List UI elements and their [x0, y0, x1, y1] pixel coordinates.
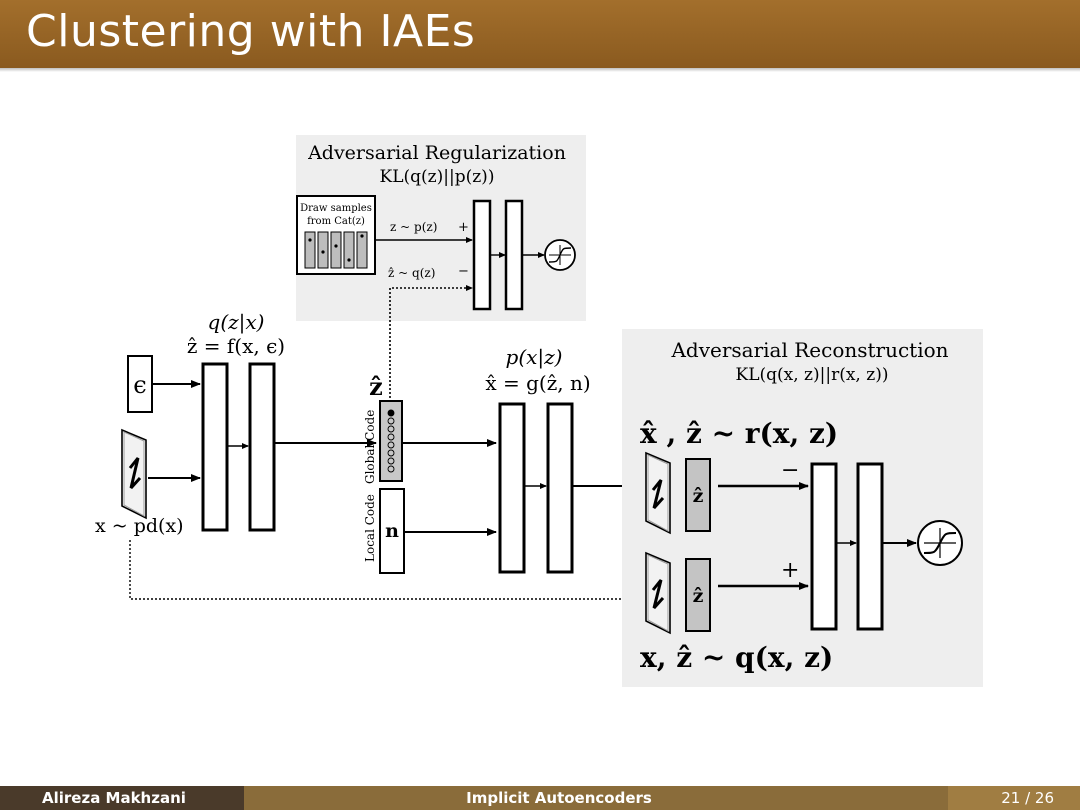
prior-plus-sign: +: [458, 220, 469, 235]
encoder-label: q(z|x): [208, 310, 265, 335]
adv-rec-panel: [622, 329, 983, 687]
disc-reg-layer1: [472, 199, 492, 311]
zhat-bottom-symbol: ẑ: [693, 585, 704, 607]
decoder-label: p(x|z): [506, 345, 563, 370]
adv-reg-title: Adversarial Regularization: [307, 142, 566, 164]
decoder-layer2: [546, 402, 574, 574]
footer-author-section: Alireza Makhzani: [0, 786, 244, 810]
encoder-layer2: [248, 362, 276, 532]
footer: Alireza Makhzani Implicit Autoencoders 2…: [0, 786, 1080, 810]
diagram: Adversarial Regularization KL(q(z)||p(z)…: [95, 135, 983, 687]
draw-samples-line1: Draw samples: [300, 203, 372, 214]
prior-sample-label: z ~ p(z): [390, 220, 437, 234]
footer-title: Implicit Autoencoders: [466, 789, 652, 807]
footer-author: Alireza Makhzani: [42, 789, 186, 807]
sigmoid-icon: [544, 239, 576, 271]
header-shadow: [0, 68, 1080, 72]
reconstructed-image-icon: [645, 451, 671, 535]
real-image-icon: [645, 551, 671, 635]
reconstruction-minus-sign: −: [781, 458, 799, 483]
global-code-label: Global Code: [363, 410, 377, 484]
encoder-function: ẑ = f(x, ϵ): [187, 334, 285, 358]
slide-header: [0, 0, 1080, 68]
reconstruction-plus-sign: +: [781, 558, 799, 583]
disc-rec-layer2: [856, 462, 884, 631]
data-distribution-label: x ~ pd(x): [95, 515, 184, 537]
posterior-minus-sign: −: [458, 264, 469, 279]
local-code-symbol: n: [385, 520, 399, 542]
disc-rec-layer1: [810, 462, 838, 631]
epsilon-box: [127, 355, 153, 413]
disc-reg-layer2: [504, 199, 524, 311]
decoder-layer1: [498, 402, 526, 574]
posterior-sample-label: ẑ ~ q(z): [388, 266, 435, 280]
footer-title-section: Implicit Autoencoders: [244, 786, 948, 810]
joint-q-label: x, ẑ ~ q(x, z): [640, 641, 833, 674]
draw-samples-box: Draw samples from Cat(z): [296, 195, 376, 275]
encoder-layer1: [201, 362, 229, 532]
decoder-function: x̂ = g(ẑ, n): [485, 371, 590, 395]
adv-reg-kl: KL(q(z)||p(z)): [380, 167, 495, 187]
footer-page-section: 21 / 26: [948, 786, 1080, 810]
input-image-icon: [121, 428, 147, 520]
local-code-label: Local Code: [363, 494, 377, 562]
zhat-top-symbol: ẑ: [693, 485, 704, 507]
global-code-box: [379, 400, 403, 482]
epsilon-symbol: ϵ: [133, 371, 146, 399]
global-code-units: [387, 409, 395, 473]
sigmoid-icon-large: [917, 520, 963, 566]
adv-rec-kl: KL(q(x, z)||r(x, z)): [736, 365, 889, 385]
zhat-bottom-box: [685, 558, 711, 632]
footer-page-number: 21 / 26: [1001, 789, 1054, 807]
joint-r-label: x̂ , ẑ ~ r(x, z): [640, 417, 838, 450]
slide-title: Clustering with IAEs: [26, 6, 476, 57]
adv-rec-title: Adversarial Reconstruction: [670, 338, 948, 362]
zhat-global-label: ẑ: [369, 372, 383, 401]
zhat-top-box: [685, 458, 711, 532]
draw-samples-line2: from Cat(z): [307, 216, 365, 227]
